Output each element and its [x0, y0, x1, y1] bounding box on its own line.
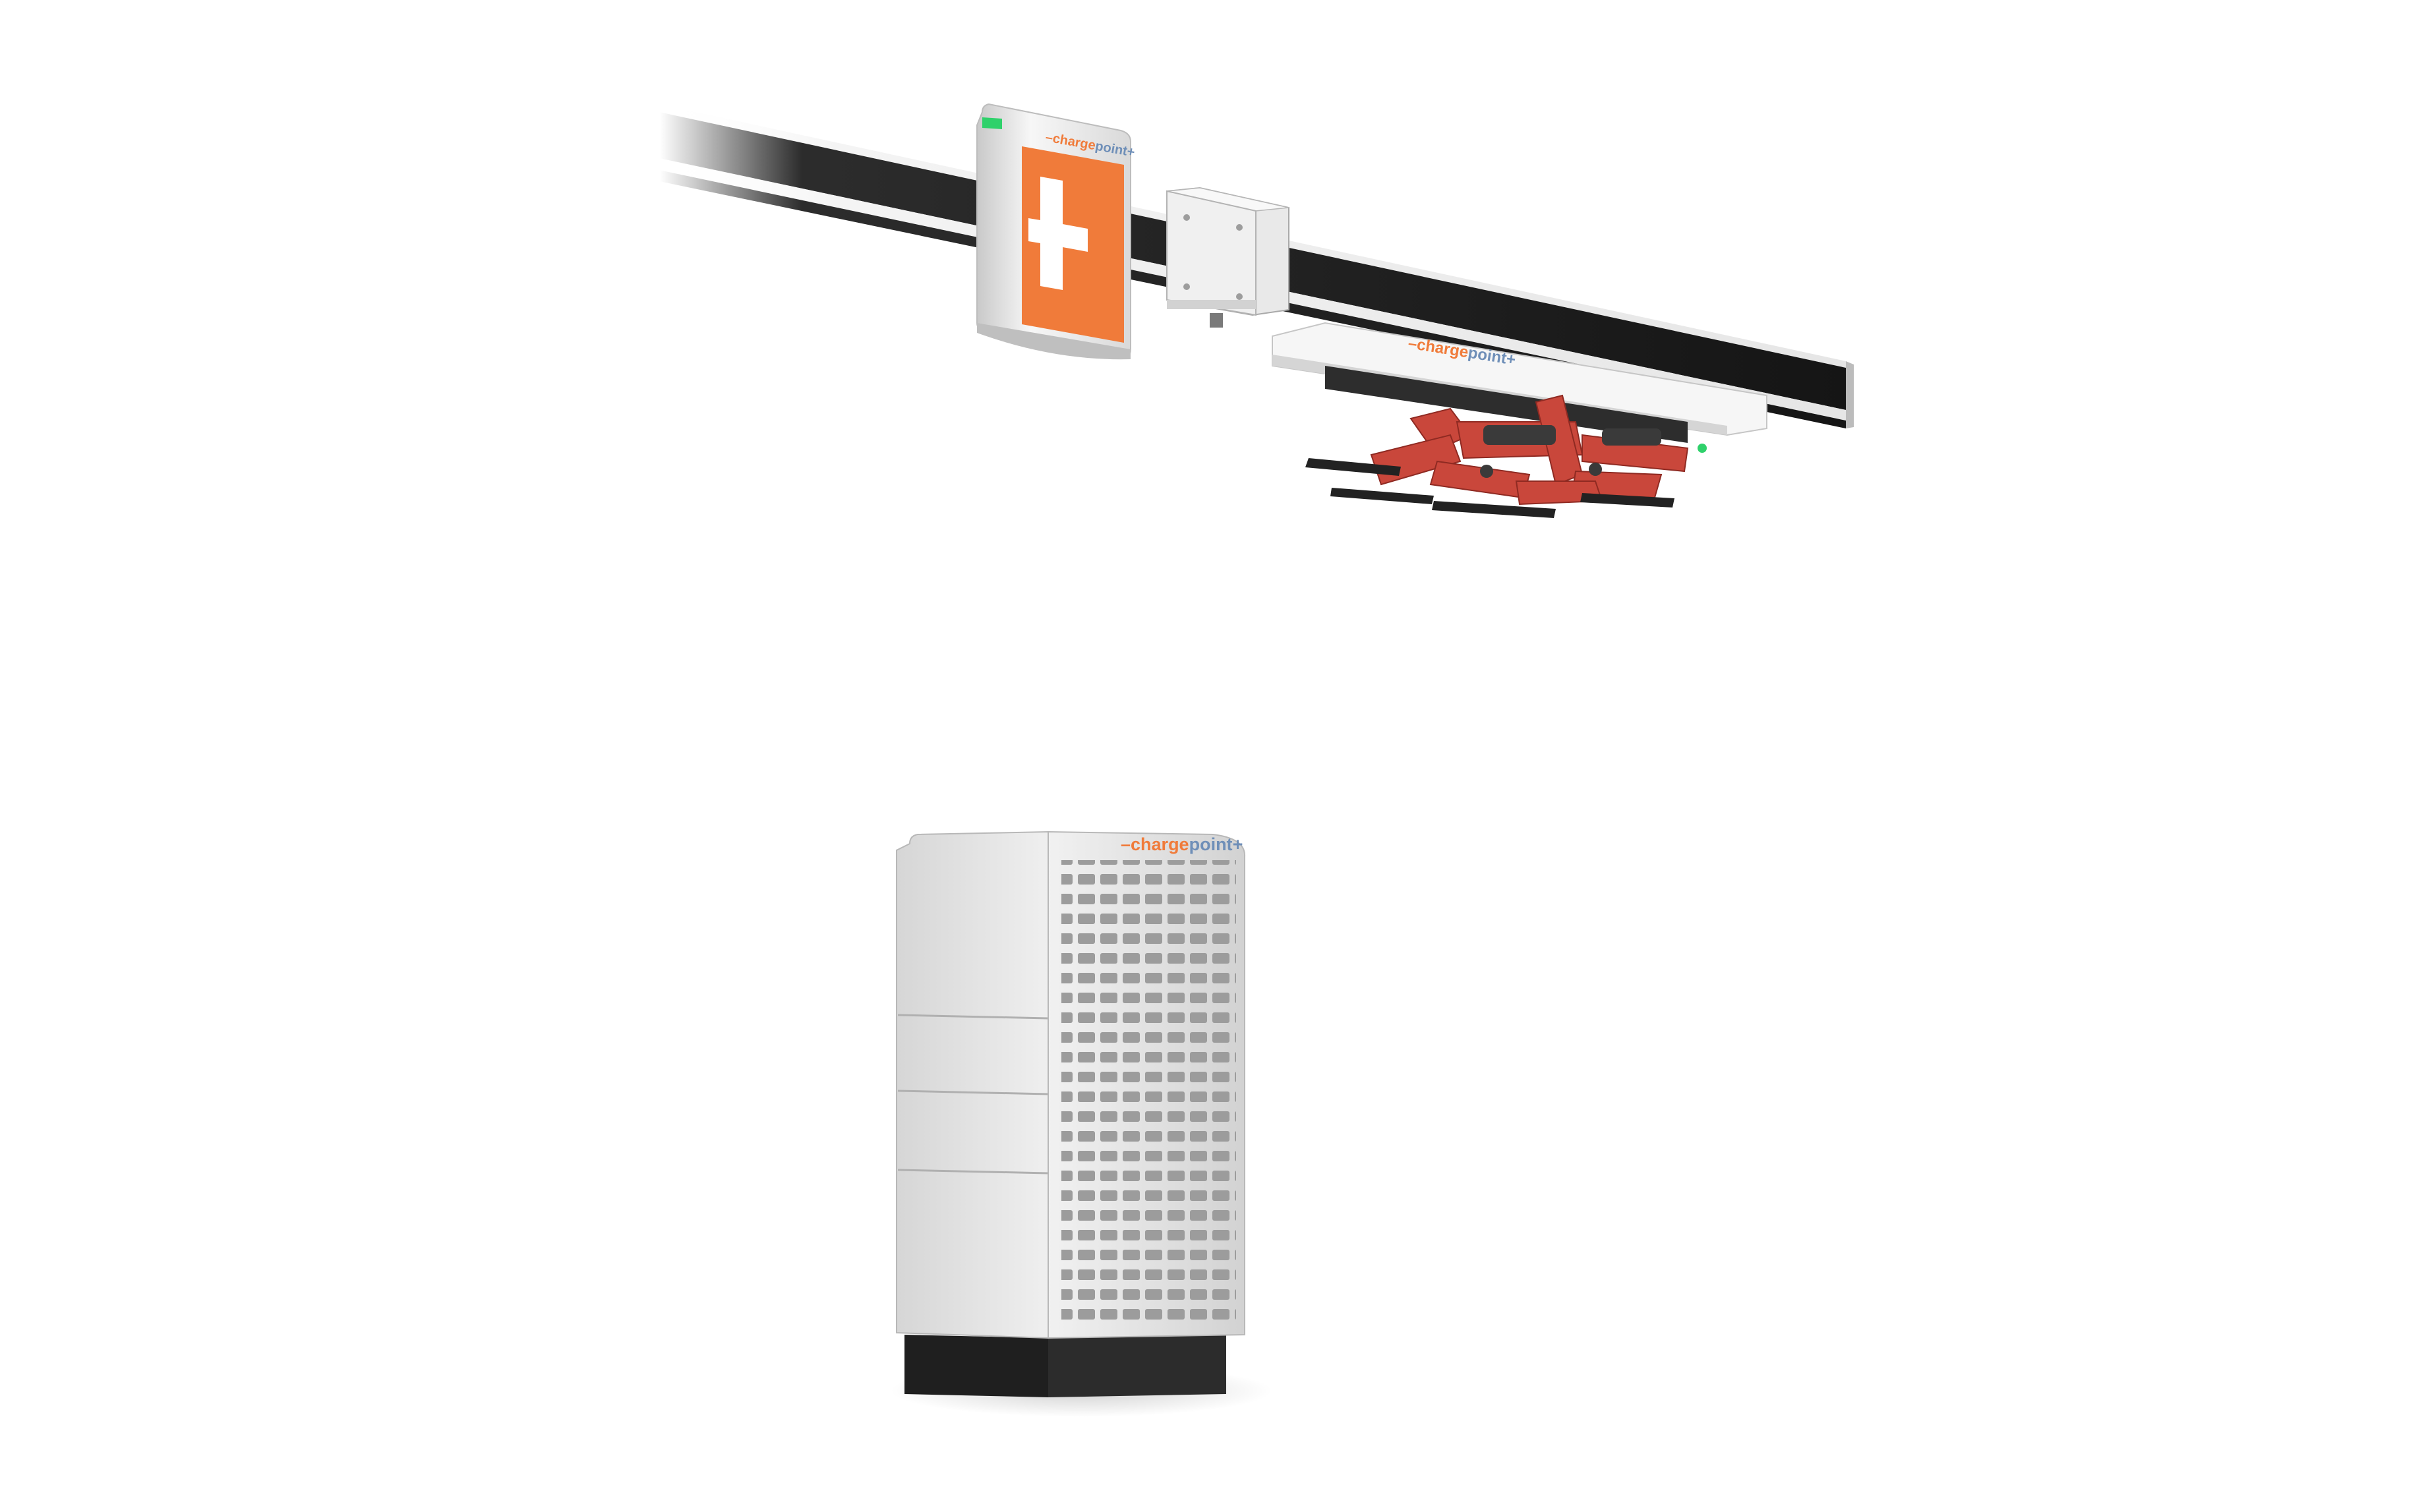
pantograph-arms [1305, 394, 1689, 518]
charger-head-unit: –chargepoint+ [976, 103, 1136, 360]
plus-icon [1028, 177, 1088, 290]
status-light-icon [982, 117, 1002, 129]
pantograph-carriage: –chargepoint+ [1272, 322, 1767, 453]
cabinet-brand-label: –chargepoint+ [1121, 834, 1243, 854]
junction-box [1166, 187, 1289, 328]
power-cabinet: –chargepoint+ [890, 830, 1272, 1417]
carriage-status-icon [1698, 444, 1707, 453]
vent-grille [1061, 860, 1236, 1328]
